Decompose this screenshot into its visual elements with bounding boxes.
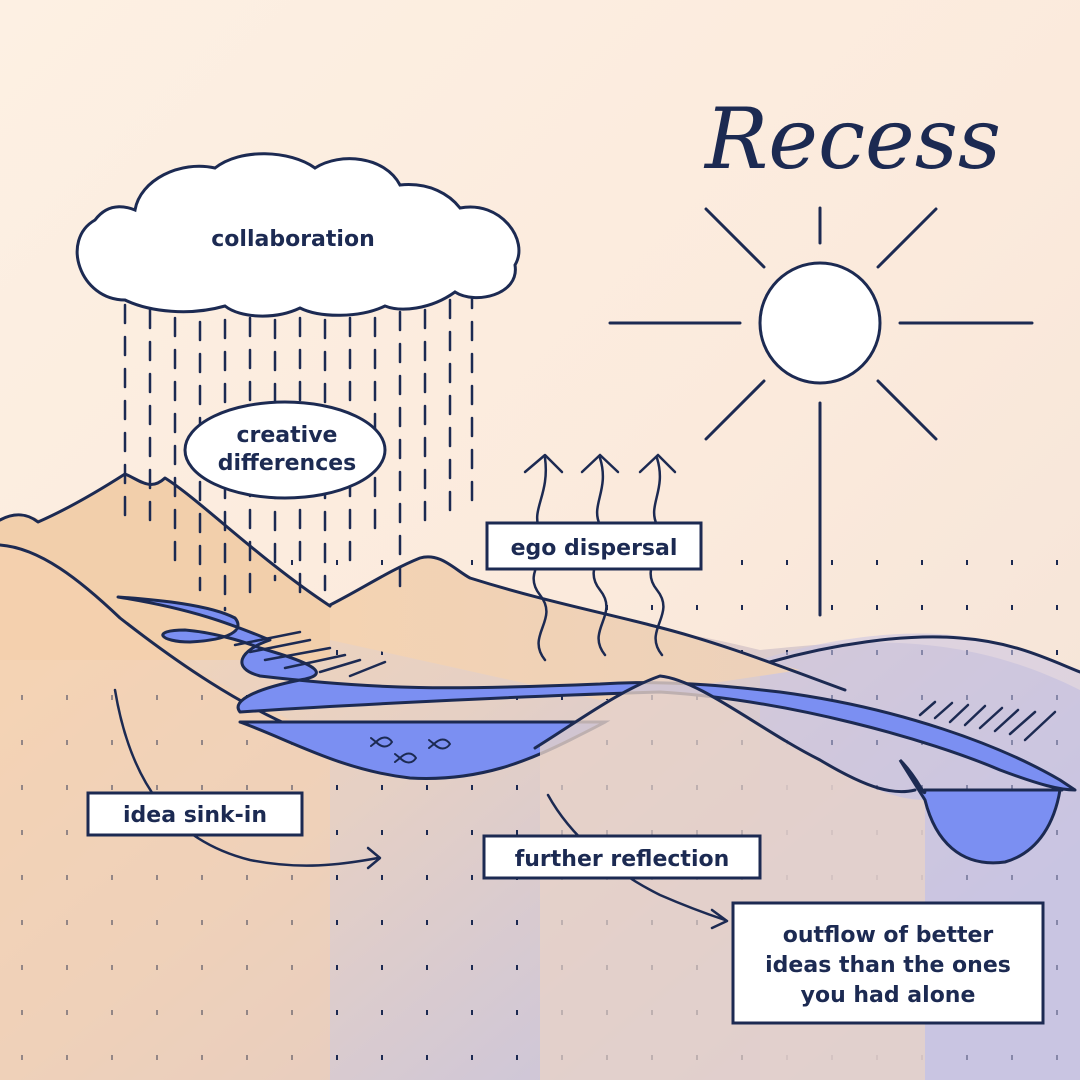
creative-differences-line1: creative bbox=[237, 423, 338, 448]
outflow-line2: ideas than the ones bbox=[765, 953, 1011, 978]
creative-differences-line2: differences bbox=[218, 451, 357, 476]
middle-hill-outline bbox=[533, 674, 917, 794]
river bbox=[116, 595, 1077, 792]
outflow-line3: you had alone bbox=[801, 983, 976, 1008]
left-peak-outline bbox=[0, 472, 332, 608]
cloud bbox=[75, 152, 521, 318]
far-hill-outline bbox=[768, 635, 1080, 674]
groundwater-well bbox=[898, 758, 1062, 865]
creative-differences-bubble bbox=[183, 400, 387, 500]
reflection-arrowhead bbox=[710, 908, 729, 930]
reflection-arrow bbox=[546, 793, 727, 922]
fish-icon bbox=[370, 736, 451, 764]
ego-dispersal-label: ego dispersal bbox=[511, 536, 678, 561]
sun-icon bbox=[608, 206, 1034, 617]
back-mountain-outline bbox=[328, 555, 847, 692]
sink-in-arrowhead bbox=[366, 846, 382, 870]
back-mountain bbox=[330, 556, 800, 700]
outflow-box bbox=[731, 901, 1045, 1025]
sink-in-arrow bbox=[113, 688, 380, 867]
ego-dispersal-box bbox=[485, 521, 703, 571]
outflow-line1: outflow of better bbox=[783, 923, 994, 948]
idea-sink-in-box bbox=[86, 791, 304, 837]
cloud-label: collaboration bbox=[211, 227, 374, 252]
idea-sink-in-label: idea sink-in bbox=[123, 803, 267, 828]
further-reflection-label: further reflection bbox=[515, 847, 730, 872]
hatching-right bbox=[918, 700, 1057, 742]
hatching-left bbox=[233, 630, 387, 678]
further-reflection-box bbox=[482, 834, 762, 880]
title: Recess bbox=[703, 90, 1001, 188]
